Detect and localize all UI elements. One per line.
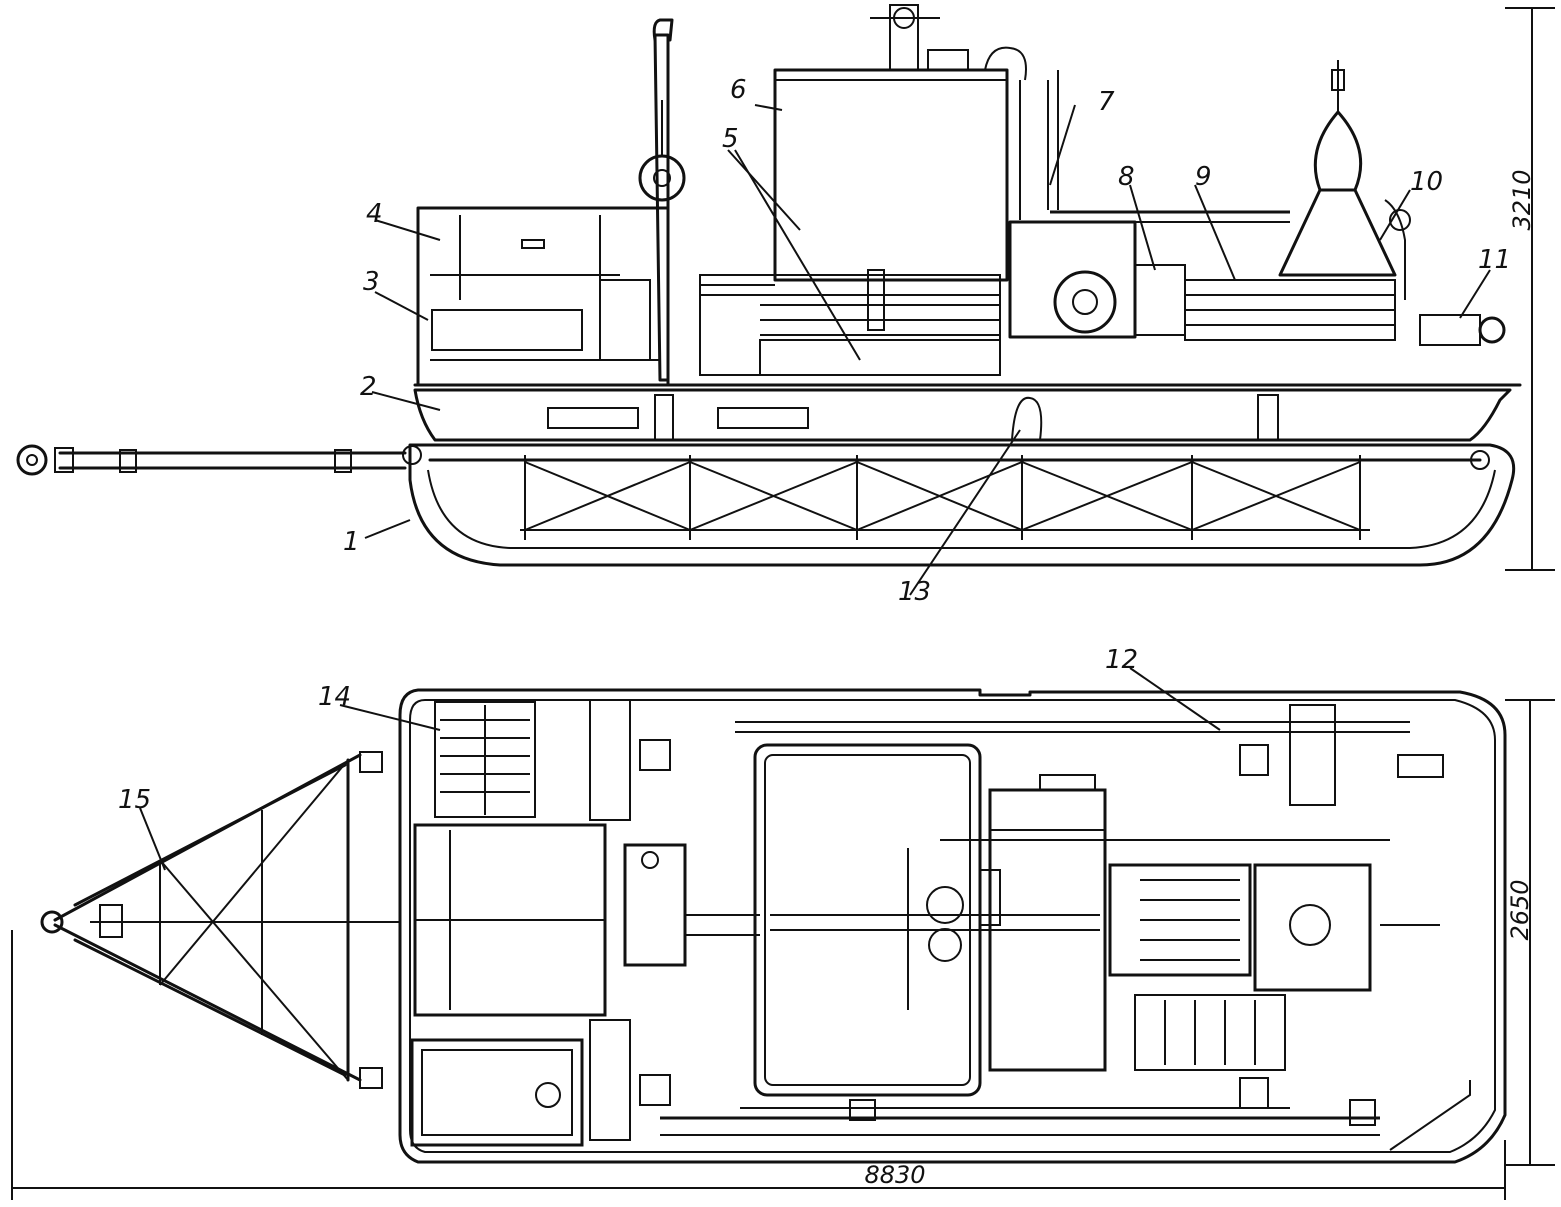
dimension-width: 2650 bbox=[1506, 879, 1534, 940]
callout-14: 14 bbox=[318, 682, 351, 712]
dimension-height: 3210 bbox=[1508, 169, 1536, 230]
side-towbar bbox=[16, 444, 1490, 476]
callout-9: 9 bbox=[1195, 162, 1212, 192]
callout-15: 15 bbox=[118, 785, 151, 815]
central-frame bbox=[735, 721, 1410, 1097]
callout-leaders bbox=[139, 104, 1491, 871]
callout-2: 2 bbox=[360, 372, 377, 402]
sled-runner bbox=[408, 443, 1516, 567]
callout-5: 5 bbox=[722, 124, 739, 154]
fuel-tank-top bbox=[410, 1019, 671, 1147]
exhaust-pipe bbox=[638, 18, 686, 382]
callout-1: 1 bbox=[343, 527, 360, 557]
deck-platform bbox=[413, 388, 1512, 442]
bottom-piping bbox=[660, 1080, 1471, 1151]
callout-4: 4 bbox=[366, 199, 383, 229]
dimension-length: 8830 bbox=[864, 1161, 925, 1189]
callout-3: 3 bbox=[363, 267, 380, 297]
top-view bbox=[40, 688, 1507, 1164]
side-view bbox=[16, 4, 1522, 567]
mid-machinery bbox=[699, 269, 1001, 376]
callout-7: 7 bbox=[1098, 87, 1115, 117]
winch-11 bbox=[1419, 314, 1506, 346]
callout-6: 6 bbox=[730, 75, 747, 105]
runner-lattice bbox=[520, 455, 1370, 540]
pump-top bbox=[940, 704, 1440, 992]
callout-8: 8 bbox=[1118, 162, 1135, 192]
dimension-lines bbox=[11, 7, 1555, 1200]
tank-6 bbox=[773, 4, 1059, 282]
radiator-14 bbox=[434, 701, 536, 818]
top-outline bbox=[398, 688, 1507, 1164]
callout-11: 11 bbox=[1478, 245, 1511, 275]
engine-housing bbox=[416, 206, 670, 387]
callout-12: 12 bbox=[1105, 645, 1138, 675]
pump-9 bbox=[1050, 210, 1396, 341]
engine-top bbox=[413, 699, 760, 1017]
vessel-10 bbox=[1278, 60, 1411, 300]
drawworks-8 bbox=[1008, 220, 1186, 339]
tow-triangle bbox=[40, 751, 400, 1089]
callout-10: 10 bbox=[1410, 167, 1443, 197]
callout-13: 13 bbox=[898, 577, 931, 607]
cabinet-top bbox=[988, 774, 1107, 1072]
